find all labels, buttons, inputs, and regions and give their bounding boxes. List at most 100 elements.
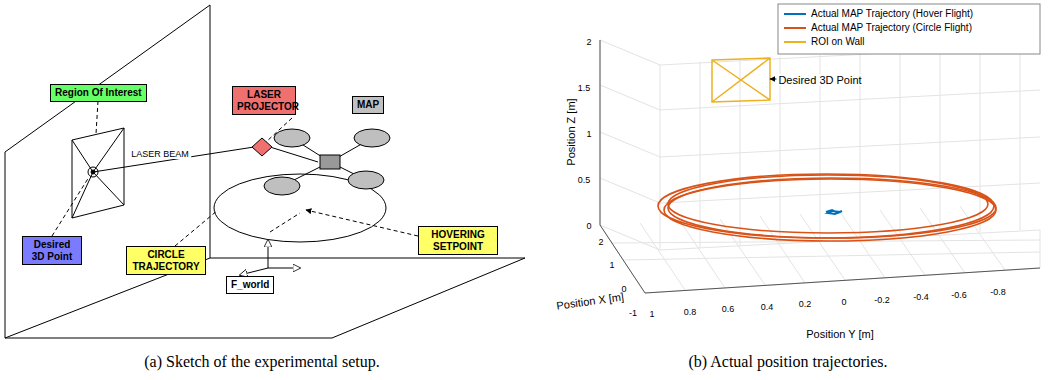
- desired-point-dot: [91, 170, 95, 174]
- label-holder: Desired 3D Point: [776, 70, 863, 88]
- box-text: LASER PROJECTOR: [237, 89, 291, 112]
- label-box: LASER PROJECTOR: [232, 86, 296, 115]
- axis-arrow: [268, 268, 300, 269]
- leader-line: [270, 213, 300, 232]
- text-label: 1.5: [578, 83, 591, 93]
- label-holder: (b) Actual position trajectories.: [688, 353, 887, 371]
- text-label: (b) Actual position trajectories.: [688, 353, 887, 370]
- plot-axes: [600, 40, 1040, 293]
- wall-outline: [5, 5, 210, 258]
- text-label: 1: [649, 309, 654, 319]
- legend-swatch: [784, 27, 806, 29]
- propeller: [274, 129, 310, 147]
- box-text: CIRCLE TRAJECTORY: [131, 249, 201, 272]
- label-holder: -0.2: [874, 289, 890, 307]
- text-label: 0: [621, 284, 626, 294]
- propeller: [264, 177, 300, 195]
- text-label: -0.4: [913, 292, 929, 302]
- label-box: Desired 3D Point: [22, 236, 82, 265]
- laser-beam: [93, 147, 254, 172]
- text-label: 1: [586, 129, 591, 139]
- propeller: [348, 171, 384, 189]
- text-label: 0: [841, 297, 846, 307]
- text-label: Position Y [m]: [806, 328, 873, 340]
- leader-line: [306, 210, 418, 236]
- legend-entry: Actual MAP Trajectory (Hover Flight): [784, 8, 973, 19]
- label-holder: (a) Sketch of the experimental setup.: [144, 353, 379, 371]
- label-holder: 0.6: [722, 298, 735, 316]
- axis-arrow: [240, 268, 268, 275]
- label-holder: 0: [621, 278, 626, 296]
- text-label: 0.8: [684, 307, 697, 317]
- label-holder: 1: [609, 254, 614, 272]
- text-label: -0.2: [874, 295, 890, 305]
- label-holder: Position Y [m]: [806, 324, 873, 342]
- label-holder: Position Z [m]: [561, 98, 579, 165]
- text-label: 1: [609, 260, 614, 270]
- axis-arrow: [268, 240, 269, 268]
- floor-outline: [5, 258, 525, 338]
- label-box: HOVERING SETPOINT: [418, 226, 498, 255]
- label-holder: -0.6: [951, 284, 967, 302]
- legend-entry: Actual MAP Trajectory (Circle Flight): [784, 22, 972, 33]
- text-label: 2: [586, 37, 591, 47]
- text-label: 0.5: [578, 175, 591, 185]
- legend-swatch: [784, 13, 806, 15]
- plot-grid: [600, 40, 1040, 293]
- text-label: 2: [598, 237, 603, 247]
- desired-point-ring: [88, 167, 98, 177]
- text-label: 0.6: [722, 304, 735, 314]
- legend-entry: ROI on Wall: [784, 36, 865, 47]
- box-text: Desired 3D Point: [27, 239, 77, 262]
- roi-diagonals: [72, 128, 124, 218]
- label-box: MAP: [352, 96, 384, 114]
- leader-line: [96, 101, 98, 134]
- text-label: 0.4: [761, 302, 774, 312]
- legend-swatch: [784, 41, 806, 43]
- label-holder: Position X [m]: [555, 286, 625, 313]
- label-holder: 1: [586, 123, 591, 141]
- text-label: LASER BEAM: [129, 149, 191, 159]
- text-label: -0.8: [990, 287, 1006, 297]
- legend-text: Actual MAP Trajectory (Circle Flight): [811, 22, 972, 33]
- label-holder: -0.4: [913, 286, 929, 304]
- label-holder: 2: [586, 31, 591, 49]
- label-holder: -1: [629, 302, 637, 320]
- legend-text: ROI on Wall: [811, 36, 865, 47]
- box-text: MAP: [357, 99, 379, 111]
- roi-outline: [72, 128, 124, 218]
- drone-body: [320, 155, 340, 169]
- text-label: (a) Sketch of the experimental setup.: [144, 353, 379, 370]
- propeller: [354, 129, 390, 147]
- label-holder: 2: [598, 231, 603, 249]
- wall-edge: [5, 152, 6, 338]
- label-holder: 0.2: [799, 293, 812, 311]
- leader-line: [52, 177, 89, 236]
- text-label: 0.2: [799, 299, 812, 309]
- circle-flight-trajectory: [658, 174, 996, 241]
- leader-line: [175, 210, 218, 246]
- box-text: HOVERING SETPOINT: [423, 229, 493, 252]
- laser-diamond: [252, 138, 272, 156]
- label-holder: -0.8: [990, 281, 1006, 299]
- legend-box: [778, 4, 1040, 54]
- text-label: Position X [m]: [556, 290, 625, 311]
- label-holder: 0: [841, 291, 846, 309]
- label-box: CIRCLE TRAJECTORY: [126, 246, 206, 275]
- text-label: -1: [629, 308, 637, 318]
- label-holder: 0: [586, 215, 591, 233]
- box-text: Region Of Interest: [55, 87, 142, 99]
- label-holder: 0.4: [761, 296, 774, 314]
- label-box: F_world: [226, 276, 274, 294]
- text-label: Position Z [m]: [565, 98, 577, 165]
- text-label: -0.6: [951, 290, 967, 300]
- text-label: 0: [586, 221, 591, 231]
- label-holder: 1.5: [578, 77, 591, 95]
- label-holder: 1: [649, 303, 654, 321]
- label-holder: 0.5: [578, 169, 591, 187]
- label-box: Region Of Interest: [50, 84, 147, 102]
- label-holder: 0.8: [684, 301, 697, 319]
- legend-text: Actual MAP Trajectory (Hover Flight): [811, 8, 973, 19]
- text-label: Desired 3D Point: [776, 74, 863, 86]
